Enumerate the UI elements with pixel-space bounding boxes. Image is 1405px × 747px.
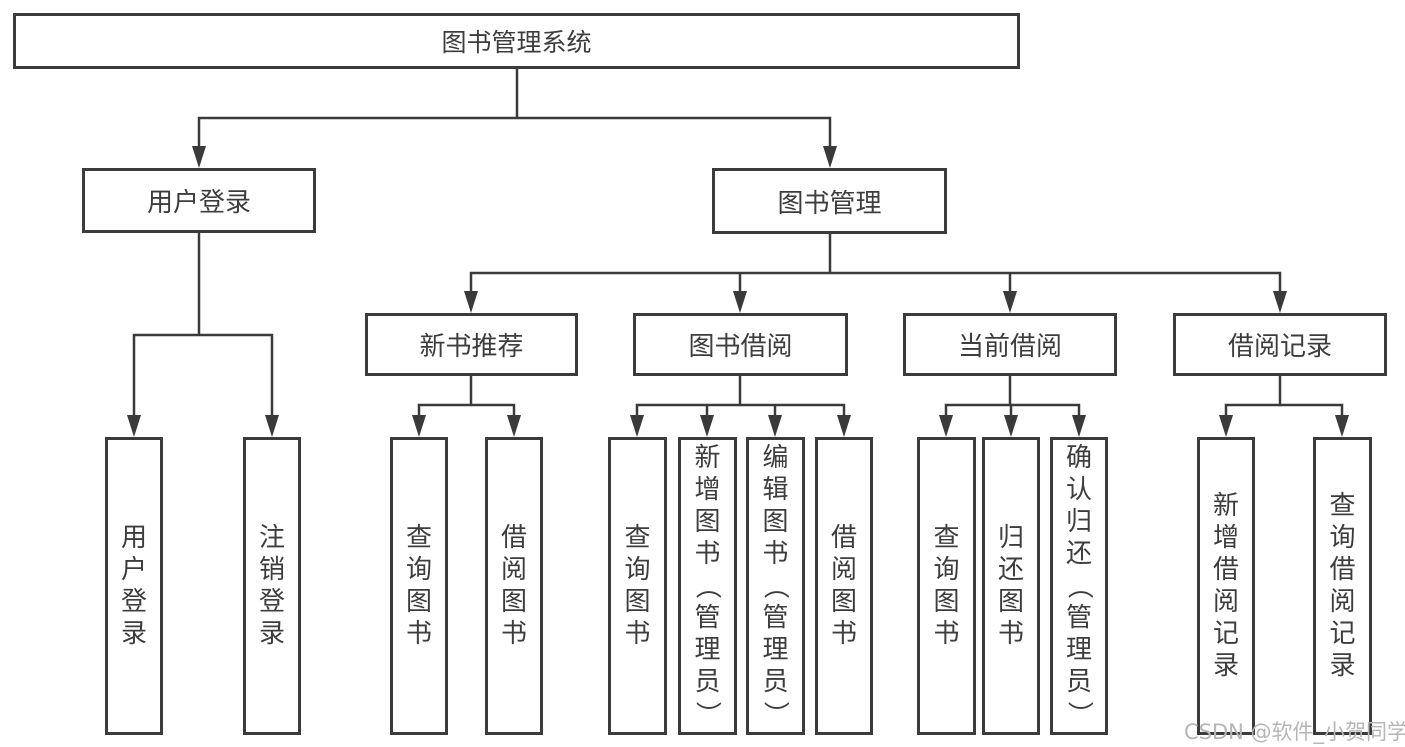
node-label: 借阅图书: [500, 523, 527, 649]
leaf-query-books-1: 查询图书: [390, 437, 448, 735]
node-label: 用户登录: [146, 188, 251, 218]
leaf-logout: 注销登录: [243, 437, 301, 735]
node-label: 图书管理系统: [441, 28, 592, 57]
connector-bookmgmt-to-level3: [464, 234, 1287, 313]
node-label: 当前借阅: [957, 332, 1062, 362]
node-label: 确认归还（管理员）: [1063, 443, 1094, 728]
leaf-query-books-3: 查询图书: [917, 437, 976, 735]
connector-currentborrow-to-leaves: [939, 376, 1086, 437]
node-label: 新增图书（管理员）: [692, 443, 723, 728]
connector-borrowrecord-to-leaves: [1219, 376, 1349, 437]
node-label: 用户登录: [120, 523, 147, 649]
leaf-add-borrow-record: 新增借阅记录: [1197, 437, 1255, 735]
leaf-user-login: 用户登录: [105, 437, 163, 735]
node-label: 图书管理: [777, 188, 882, 219]
node-label: 编辑图书（管理员）: [760, 443, 791, 728]
leaf-query-books-2: 查询图书: [608, 437, 667, 735]
node-label: 查询借阅记录: [1329, 491, 1356, 681]
leaf-query-borrow-record: 查询借阅记录: [1313, 437, 1372, 735]
leaf-edit-books-admin: 编辑图书（管理员）: [746, 437, 805, 735]
node-label: 新增借阅记录: [1212, 491, 1239, 681]
node-new-book-recommend: 新书推荐: [365, 313, 578, 376]
leaf-return-books: 归还图书: [982, 437, 1040, 735]
node-label: 图书借阅: [688, 332, 793, 362]
leaf-confirm-return-admin: 确认归还（管理员）: [1050, 437, 1108, 735]
node-label: 借阅记录: [1227, 332, 1332, 362]
node-root-system: 图书管理系统: [13, 13, 1020, 69]
node-borrow-record: 借阅记录: [1173, 313, 1387, 376]
connector-userlogin-to-leaves: [127, 233, 279, 437]
leaf-add-books-admin: 新增图书（管理员）: [678, 437, 737, 735]
node-label: 查询图书: [405, 523, 432, 649]
node-book-management: 图书管理: [712, 168, 947, 234]
leaf-borrow-books-1: 借阅图书: [485, 437, 543, 735]
node-label: 注销登录: [258, 523, 285, 649]
connector-newbookrec-to-leaves: [412, 376, 521, 437]
connector-bookborrow-to-leaves: [630, 376, 851, 437]
node-label: 查询图书: [933, 523, 960, 649]
node-label: 查询图书: [624, 523, 651, 649]
node-current-borrow: 当前借阅: [903, 313, 1117, 376]
leaf-borrow-books-2: 借阅图书: [815, 437, 873, 735]
connector-root-to-level2: [192, 69, 837, 168]
node-label: 借阅图书: [830, 523, 857, 649]
node-book-borrow: 图书借阅: [633, 313, 848, 376]
node-label: 归还图书: [997, 523, 1024, 649]
node-label: 新书推荐: [419, 332, 524, 362]
node-user-login: 用户登录: [82, 168, 316, 233]
csdn-watermark: CSDN @软件_小贺同学: [1184, 720, 1405, 744]
